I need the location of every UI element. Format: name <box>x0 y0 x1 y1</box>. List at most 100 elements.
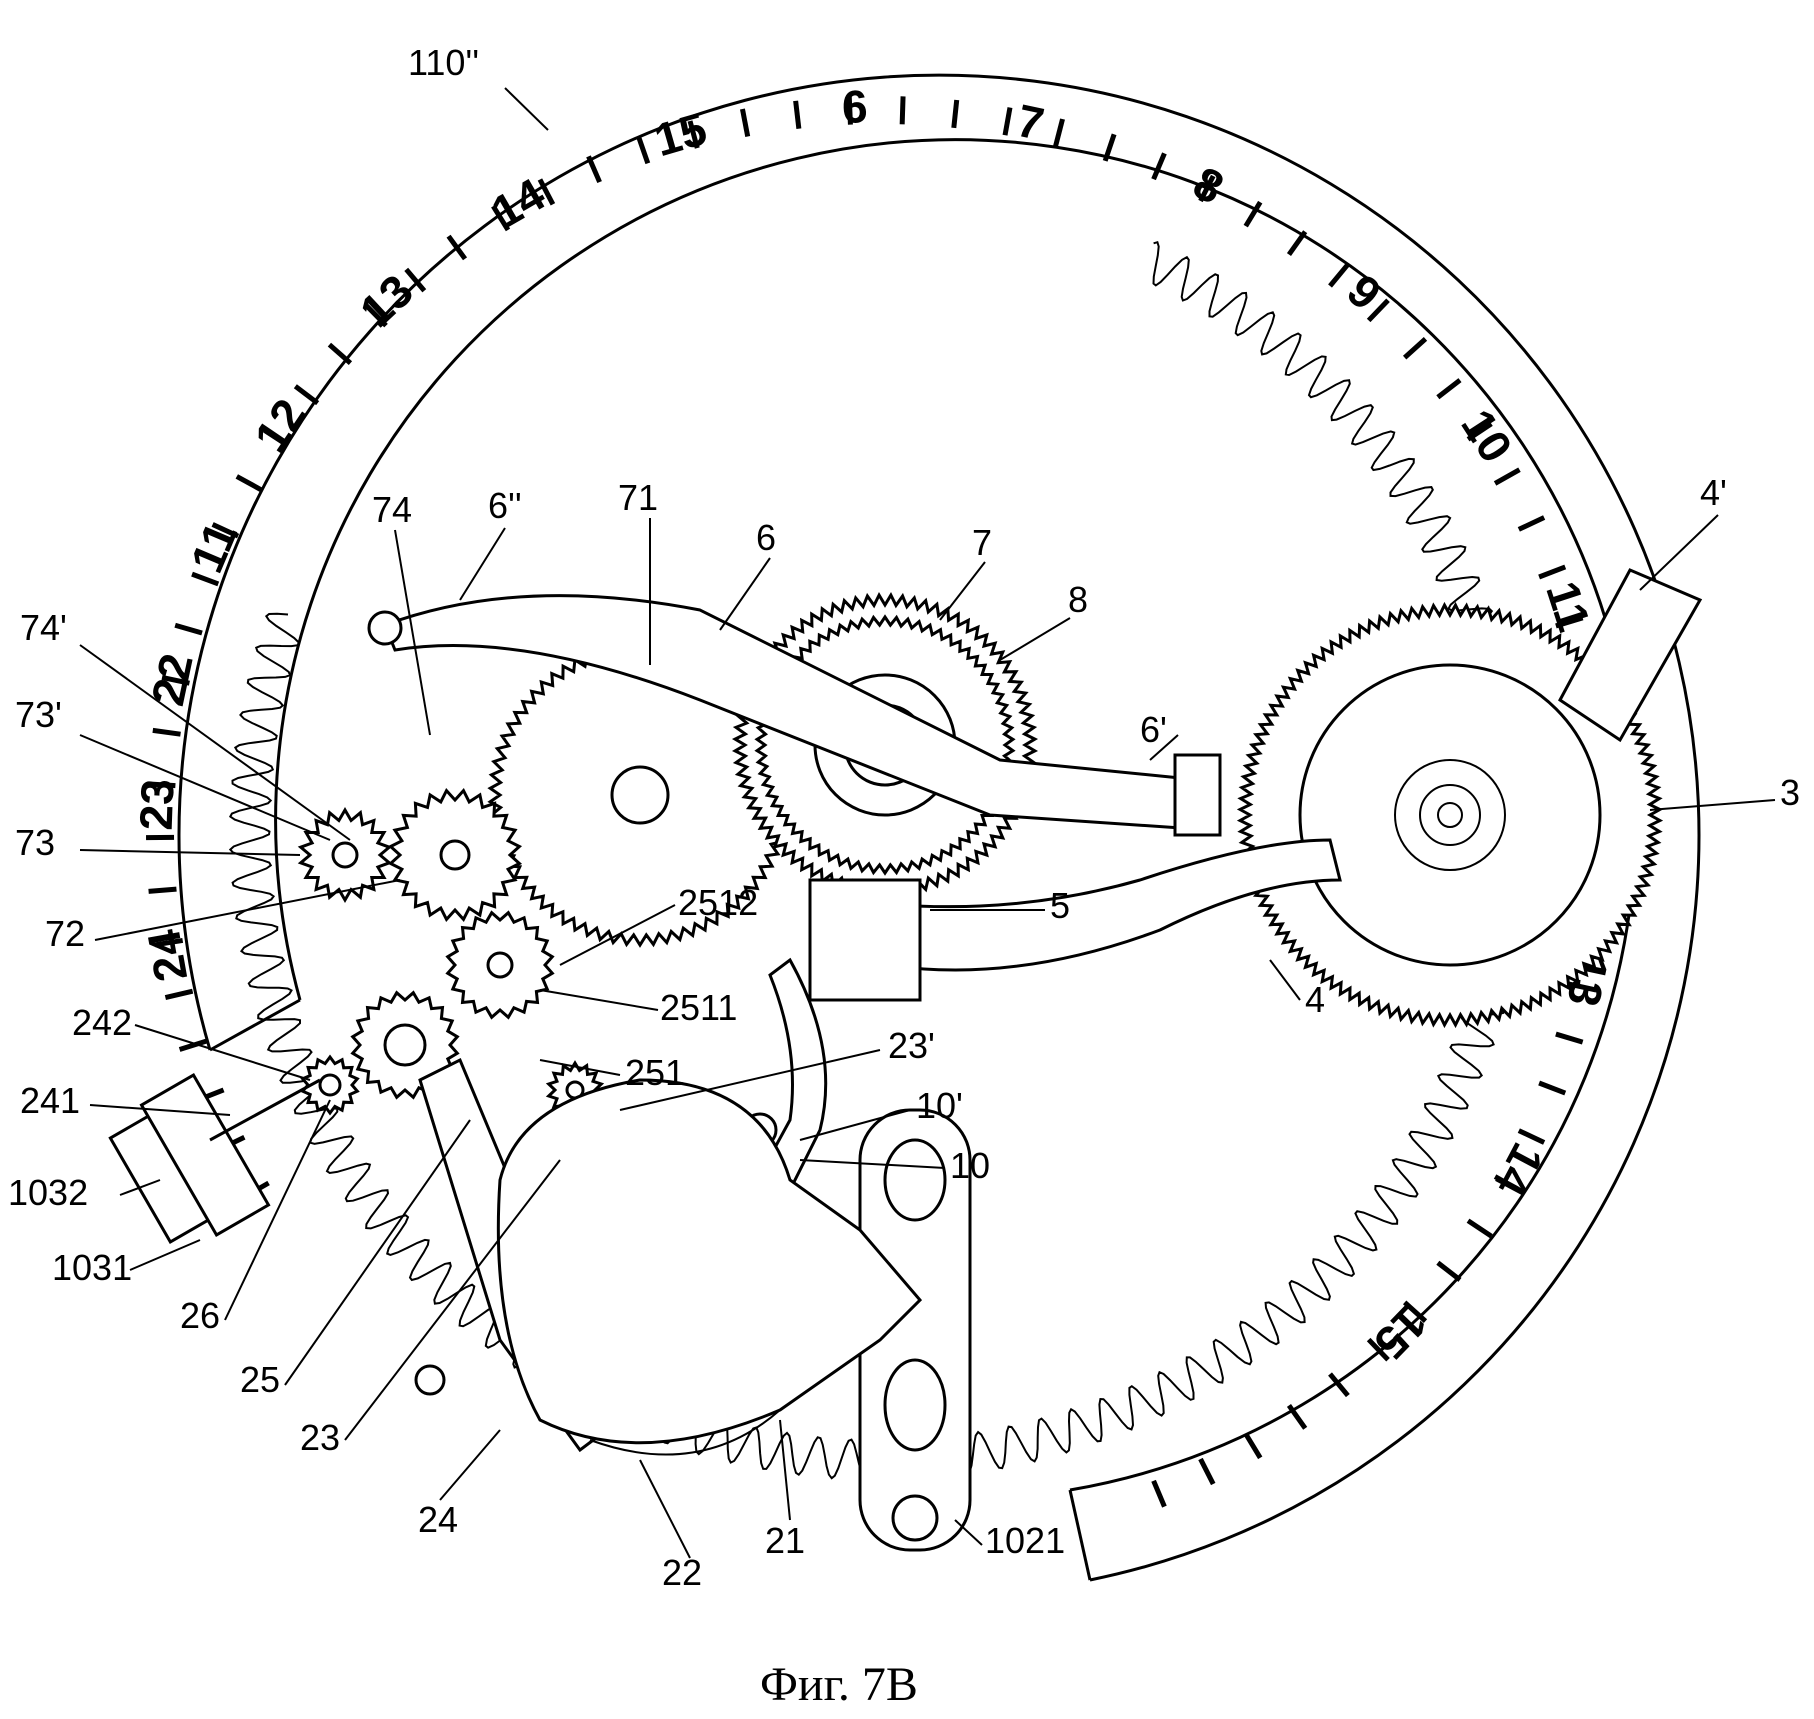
label-24: 24 <box>418 1499 458 1540</box>
leader-line <box>80 735 330 840</box>
label-72: 72 <box>45 913 85 954</box>
label-8: 8 <box>1068 579 1088 620</box>
label-22: 22 <box>662 1552 702 1593</box>
ring-number: 11 <box>180 515 247 580</box>
label-110pp: 110'' <box>408 42 479 83</box>
label-4: 4 <box>1305 979 1325 1020</box>
leader-line <box>640 1460 690 1558</box>
label-26: 26 <box>180 1295 220 1336</box>
ring-tick <box>1539 1083 1565 1093</box>
leader-line <box>80 645 350 840</box>
slot-upper <box>885 1140 945 1220</box>
ring-tick <box>1519 1131 1544 1143</box>
label-6pp: 6'' <box>488 485 522 526</box>
label-7: 7 <box>972 522 992 563</box>
ring-tick <box>1289 232 1305 255</box>
gear-26-hub <box>320 1075 340 1095</box>
ring-number: 23 <box>130 778 184 831</box>
plate-21 <box>498 1080 920 1443</box>
leader-line <box>505 88 548 130</box>
label-73p: 73' <box>15 694 62 735</box>
label-73: 73 <box>15 822 55 863</box>
label-2512: 2512 <box>678 882 758 923</box>
leader-line <box>1650 800 1775 810</box>
ring-number: 14 <box>483 168 554 239</box>
ring-tick <box>742 109 747 137</box>
ring-tick <box>237 476 262 489</box>
ring-tick <box>449 236 465 259</box>
gear-73-hub <box>333 843 357 867</box>
gear-72-hub <box>441 841 469 869</box>
label-21: 21 <box>765 1520 805 1561</box>
ring-tick <box>149 889 177 891</box>
ring-tick <box>153 730 181 734</box>
ring-number: 22 <box>141 649 203 710</box>
leader-line <box>940 562 985 620</box>
ring-tick <box>796 101 799 129</box>
leader-line <box>135 1025 310 1080</box>
ring-tick <box>1495 470 1519 484</box>
label-1021: 1021 <box>985 1520 1065 1561</box>
ring-number: 8 <box>1185 156 1231 214</box>
ring-tick <box>1154 1481 1165 1507</box>
shaft-241 <box>210 1080 320 1140</box>
ring-tick <box>1556 1034 1583 1042</box>
ring-tick <box>175 625 202 633</box>
pivot-24b <box>416 1366 444 1394</box>
ring-number: 7 <box>1013 94 1049 150</box>
ring-tick <box>1246 1434 1261 1458</box>
ring-tick <box>1330 264 1348 286</box>
leader-line <box>1000 618 1070 660</box>
leader-line <box>285 1120 470 1385</box>
ring-tick <box>295 386 317 403</box>
label-4p: 4' <box>1700 472 1727 513</box>
ring-tick <box>1438 380 1460 397</box>
ring-tick <box>192 574 218 584</box>
leader-line <box>130 1240 200 1270</box>
label-74: 74 <box>372 489 412 530</box>
setting-pinion <box>110 1075 320 1242</box>
label-74p: 74' <box>20 607 67 648</box>
ring-number: 14 <box>1484 1135 1554 1205</box>
ring-number: 12 <box>244 389 316 461</box>
barrel-3 <box>1300 665 1600 965</box>
label-25: 25 <box>240 1359 280 1400</box>
ring-tick <box>588 156 599 182</box>
ring-tick <box>165 991 192 997</box>
ring-number: 24 <box>137 926 197 986</box>
label-242: 242 <box>72 1002 132 1043</box>
ring-tick <box>902 96 903 124</box>
figure-caption: Фиг. 7B <box>760 1658 918 1711</box>
leader-line <box>1640 515 1718 590</box>
leader-line <box>80 850 300 855</box>
leader-line <box>1270 960 1300 1000</box>
label-23p: 23' <box>888 1025 935 1066</box>
label-251: 251 <box>625 1052 685 1093</box>
label-71: 71 <box>618 477 658 518</box>
label-5: 5 <box>1050 885 1070 926</box>
ring-end-right <box>1070 1490 1090 1580</box>
ring-tick <box>1369 300 1388 320</box>
label-1032: 1032 <box>8 1172 88 1213</box>
label-10: 10 <box>950 1145 990 1186</box>
pivot-6pp <box>369 612 401 644</box>
ring-tick <box>1201 1459 1214 1484</box>
ring-tick <box>1005 108 1010 136</box>
ring-tick <box>954 100 957 128</box>
gear-73 <box>301 810 390 900</box>
leader-line <box>720 558 770 630</box>
ring-tick <box>1468 1221 1491 1236</box>
lever-6p-end <box>1175 755 1220 835</box>
label-6: 6 <box>756 517 776 558</box>
leader-line <box>460 528 505 600</box>
ring-end-left <box>210 1000 300 1050</box>
pivot-1021 <box>893 1496 937 1540</box>
ring-number: 10 <box>1451 400 1522 471</box>
slot-lower <box>885 1360 945 1450</box>
label-3: 3 <box>1780 772 1800 813</box>
ring-number: 11 <box>1536 575 1600 637</box>
label-241: 241 <box>20 1080 80 1121</box>
ring-tick <box>1154 153 1165 179</box>
gear-2512-hub <box>488 953 512 977</box>
